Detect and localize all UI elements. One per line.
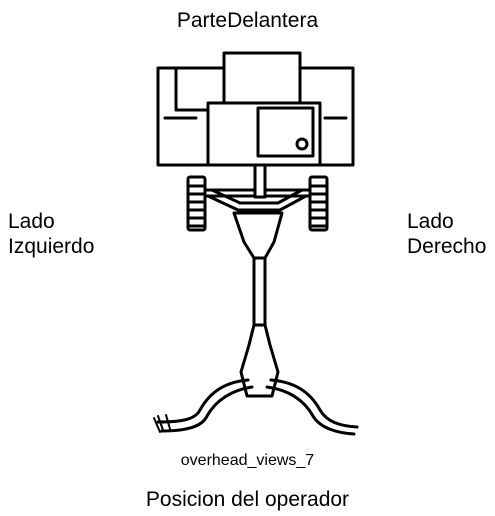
- handle-column: [232, 211, 284, 398]
- left-side-label: Lado Izquierdo: [8, 209, 94, 259]
- right-side-label-line-2: Derecho: [407, 235, 487, 258]
- left-wheel: [186, 175, 207, 232]
- axle-assembly: [203, 163, 312, 212]
- axle-bracket-upper: [210, 188, 304, 205]
- left-handlebar-inner: [160, 385, 254, 433]
- right-side-label: Lado Derecho: [407, 209, 486, 259]
- engine-cap: [295, 137, 309, 151]
- axle-bracket-lower: [206, 194, 308, 212]
- left-handlebar-outer: [156, 378, 250, 424]
- left-side-label-line-1: Lado: [8, 210, 55, 233]
- left-grip-marks: [153, 414, 171, 433]
- right-wheel: [308, 175, 329, 232]
- right-handlebar-outer: [269, 378, 359, 429]
- right-handlebar-inner: [265, 385, 356, 436]
- top-cover: [222, 51, 302, 105]
- front-label: ParteDelantera: [176, 9, 319, 32]
- diagram-caption: overhead_views_7: [180, 452, 315, 469]
- right-side-label-line-1: Lado: [407, 210, 454, 233]
- operator-position-label: Posicion del operador: [145, 488, 350, 511]
- upper-handle-funnel: [232, 211, 284, 260]
- lower-handle-grip: [239, 323, 280, 398]
- center-shaft: [253, 163, 267, 199]
- machine-body: [156, 51, 355, 167]
- handle-shaft: [252, 256, 267, 327]
- left-side-label-line-2: Izquierdo: [8, 235, 95, 258]
- handlebars: [153, 378, 359, 436]
